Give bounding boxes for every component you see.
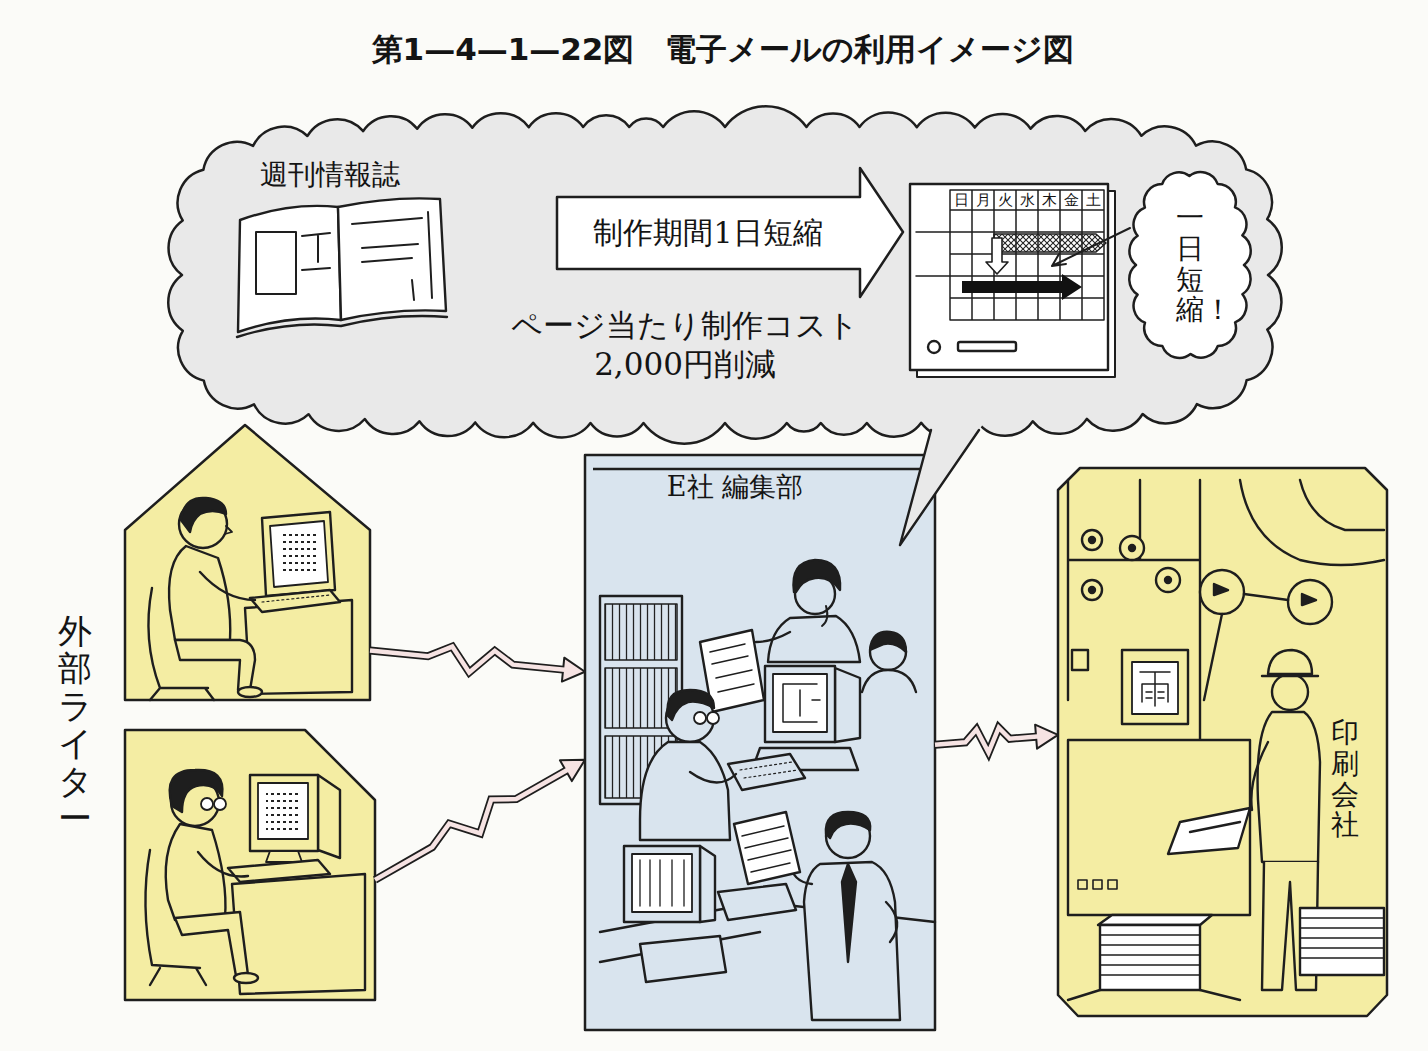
node-outline	[160, 105, 1290, 445]
label-text: 水	[1020, 191, 1035, 209]
label-text: 火	[998, 191, 1013, 209]
arrow-head	[560, 760, 585, 781]
arrow-head	[1035, 725, 1058, 749]
connector-outline	[935, 728, 1036, 753]
node-outline-path	[1129, 172, 1250, 358]
connector-fill	[375, 769, 569, 880]
node-outline-path	[585, 455, 935, 1030]
label-text: 月	[976, 191, 991, 209]
writer-house	[125, 425, 370, 700]
connector-fill	[935, 728, 1040, 753]
lightning-connector	[935, 725, 1058, 753]
node-text: 印刷会社	[1331, 718, 1359, 841]
connector-outline	[370, 647, 563, 673]
node-outline	[125, 730, 375, 1000]
label-text: 土	[1086, 191, 1101, 209]
exclamation-bubble: 一日短縮！	[1126, 166, 1254, 364]
node-outline-path	[557, 168, 903, 297]
arrow-head	[562, 658, 585, 682]
node-outline-path	[125, 730, 375, 1000]
label-text: 金	[1064, 191, 1079, 209]
node-outline-path	[168, 106, 1281, 443]
node-text: 一日短縮！	[1176, 203, 1204, 326]
lightning-connector	[375, 760, 585, 880]
label-text: 外部ライター	[58, 613, 92, 837]
label-text: 日	[954, 191, 969, 209]
print-shop: 印刷会社	[1058, 468, 1387, 1016]
lightning-connector	[370, 647, 585, 682]
thought-cloud: 週刊情報誌ページ当たり制作コスト 2,000円削減 制作期間1日短縮 一日短縮！	[160, 105, 1290, 445]
node-text: 週刊情報誌	[260, 158, 400, 192]
node-outline-path	[125, 425, 370, 700]
node-outline-path	[1058, 468, 1387, 1016]
node-text: E社 編集部	[667, 471, 803, 503]
figure-title: 第1—4—1—22図 電子メールの利用イメージ図	[372, 31, 1075, 68]
node-text: 制作期間1日短縮	[593, 215, 822, 251]
connector-outline	[375, 771, 566, 880]
label-text: 木	[1042, 191, 1057, 209]
block-arrow: 制作期間1日短縮	[555, 165, 905, 300]
editorial-office: E社 編集部	[585, 455, 935, 1030]
writer-house	[125, 730, 375, 1000]
connector-fill	[370, 647, 567, 673]
node-outline	[585, 455, 935, 1030]
node-text: ページ当たり制作コスト 2,000円削減	[500, 306, 870, 384]
node-outline	[125, 425, 370, 700]
